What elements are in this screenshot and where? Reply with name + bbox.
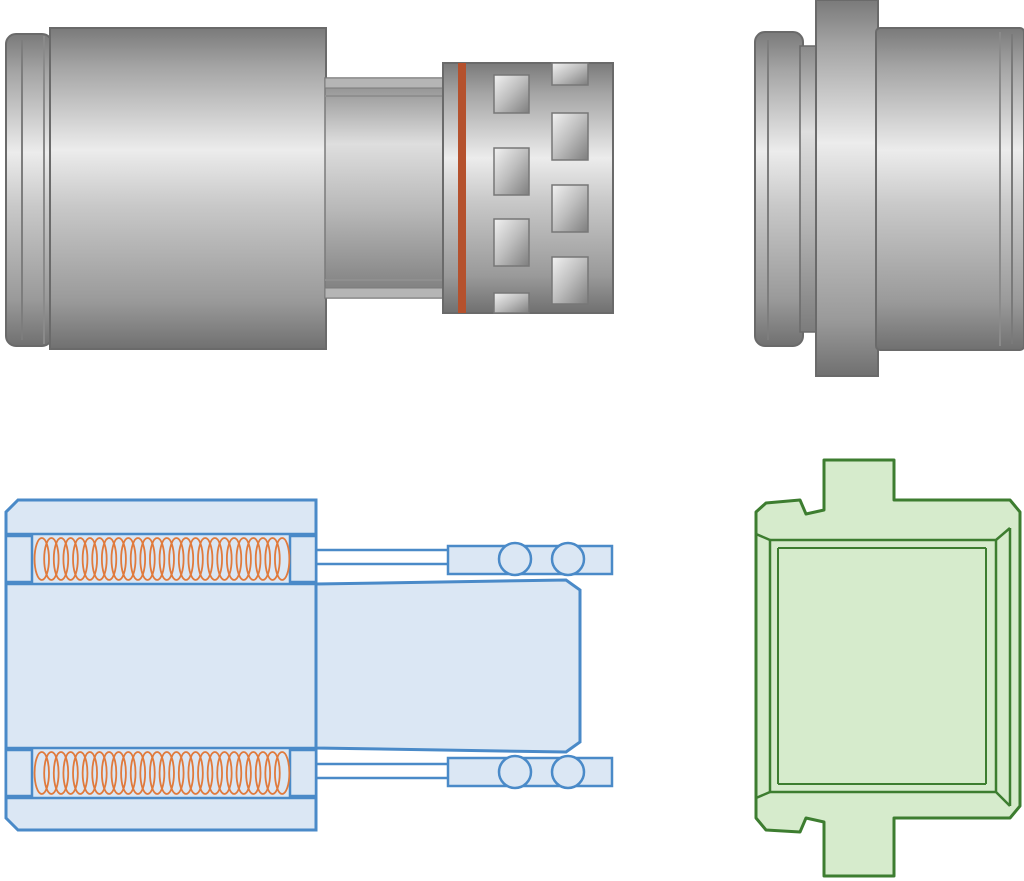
spring-coil <box>225 751 243 795</box>
nipple-section-bore <box>768 527 1012 807</box>
spring-coil <box>168 751 185 795</box>
coupler-spring-bottom <box>33 751 291 795</box>
lock-window <box>493 218 530 267</box>
coupler-neck <box>324 77 446 299</box>
spring-coil <box>254 751 272 795</box>
coupler-section-view <box>4 498 614 832</box>
spring-coil <box>264 537 281 581</box>
spring-coil <box>72 537 89 581</box>
nipple-flange <box>815 0 879 377</box>
spring-coil <box>235 751 252 795</box>
spring-coil <box>235 537 252 581</box>
spring-coil <box>206 751 223 795</box>
spring-coil <box>139 751 156 795</box>
lock-window <box>493 292 530 314</box>
spring-coil <box>206 537 223 581</box>
nipple-body <box>875 27 1024 351</box>
spring-coil <box>158 537 175 581</box>
spring-coil <box>168 537 185 581</box>
nipple-nose <box>754 31 804 347</box>
spring-coil <box>100 751 118 795</box>
spring-coil <box>91 751 108 795</box>
coupler-sleeve <box>49 27 327 350</box>
spring-coil <box>139 537 156 581</box>
spring-coil <box>274 751 291 795</box>
spring-coil <box>149 537 166 581</box>
coupler-seal-ring <box>458 63 466 313</box>
coupler-section-plunger <box>314 578 582 754</box>
locking-ball <box>497 754 533 790</box>
coupler-end-lip <box>5 33 53 347</box>
coupler-exterior-view <box>5 27 614 350</box>
spring-coil <box>216 751 233 795</box>
spring-coil <box>110 751 127 795</box>
spring-coil <box>120 537 137 581</box>
spring-coil <box>33 537 50 581</box>
coupler-lock-windows <box>493 62 589 314</box>
spring-coil <box>158 751 175 795</box>
lock-window <box>551 62 589 86</box>
spring-coil <box>197 537 214 581</box>
spring-seat <box>4 534 34 584</box>
locking-ball <box>550 754 586 790</box>
spring-coil <box>177 751 195 795</box>
nipple-section-view <box>754 458 1022 878</box>
spring-coil <box>177 537 195 581</box>
spring-coil <box>52 537 70 581</box>
spring-coil <box>81 537 98 581</box>
locking-ball <box>497 541 533 577</box>
spring-coil <box>120 751 137 795</box>
spring-coil <box>187 537 204 581</box>
spring-coil <box>91 537 108 581</box>
spring-coil <box>100 537 118 581</box>
spring-coil <box>43 537 60 581</box>
spring-seat <box>288 748 318 798</box>
spring-coil <box>245 537 262 581</box>
spring-seat <box>4 748 34 798</box>
spring-coil <box>187 751 204 795</box>
lock-window <box>551 112 589 161</box>
spring-coil <box>52 751 70 795</box>
spring-coil <box>254 537 272 581</box>
nipple-section-body <box>754 458 1022 878</box>
lock-window <box>493 147 530 196</box>
spring-coil <box>216 537 233 581</box>
spring-coil <box>72 751 89 795</box>
spring-coil <box>274 537 291 581</box>
spring-coil <box>129 751 147 795</box>
spring-coil <box>33 751 50 795</box>
nipple-exterior-view <box>754 0 1024 377</box>
spring-seat <box>288 534 318 584</box>
spring-coil <box>225 537 243 581</box>
spring-coil <box>62 537 79 581</box>
spring-coil <box>149 751 166 795</box>
locking-ball <box>550 541 586 577</box>
spring-coil <box>110 537 127 581</box>
spring-coil <box>62 751 79 795</box>
spring-coil <box>245 751 262 795</box>
lock-window <box>493 74 530 114</box>
lock-window <box>551 184 589 233</box>
spring-coil <box>43 751 60 795</box>
spring-coil <box>264 751 281 795</box>
coupler-spring-top <box>33 537 291 581</box>
spring-coil <box>197 751 214 795</box>
lock-window <box>551 256 589 305</box>
spring-coil <box>129 537 147 581</box>
spring-coil <box>81 751 98 795</box>
